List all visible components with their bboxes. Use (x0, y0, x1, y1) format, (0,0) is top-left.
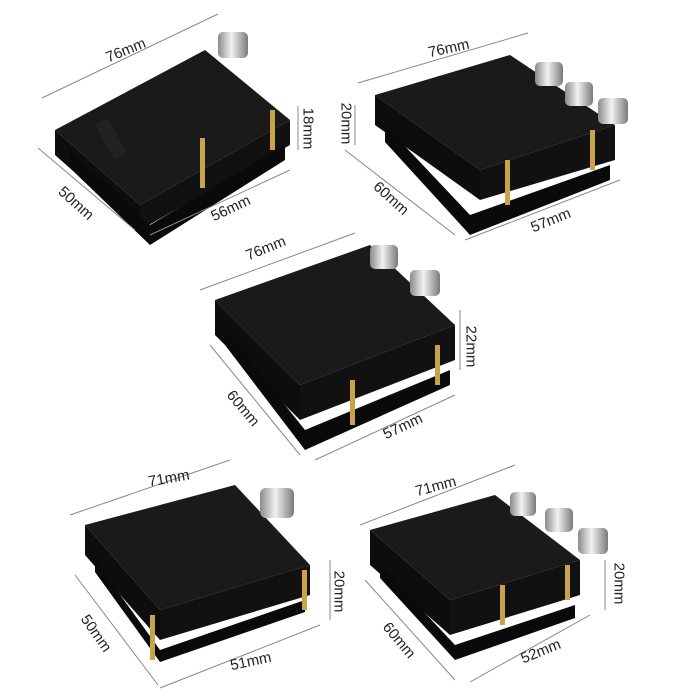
board-2-height-label: 20mm (337, 102, 355, 145)
board-5-height-label: 20mm (610, 562, 628, 605)
board-3 (215, 245, 455, 450)
board-2 (375, 55, 628, 235)
board-1-height-label: 18mm (299, 107, 317, 150)
board-1 (55, 32, 290, 245)
board-5 (370, 492, 608, 660)
board-3-height-label: 22mm (462, 325, 480, 368)
board-4-height-label: 20mm (330, 570, 348, 613)
board-4 (85, 485, 310, 662)
dimension-lines (37, 13, 621, 689)
